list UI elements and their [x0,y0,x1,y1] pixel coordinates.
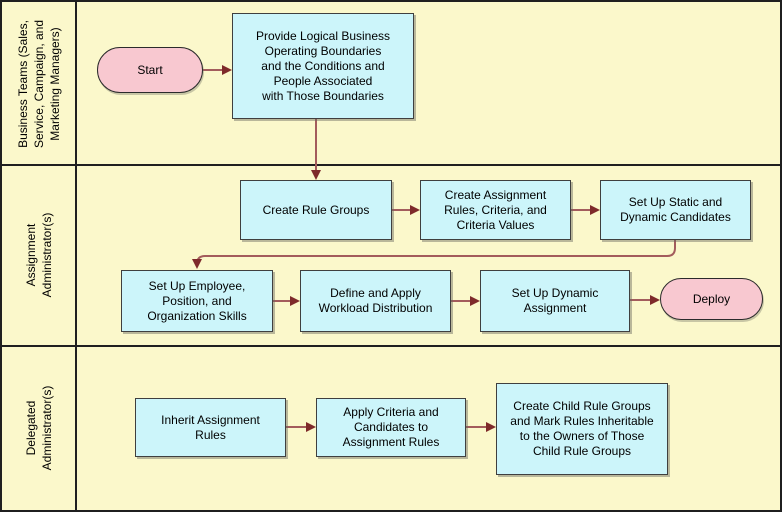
node-label: Create Child Rule Groups and Mark Rules … [510,399,654,458]
start-terminator: Start [97,47,203,93]
setup-employee-skills-box: Set Up Employee, Position, and Organizat… [121,270,273,332]
create-child-rule-groups-box: Create Child Rule Groups and Mark Rules … [496,383,668,475]
provide-boundaries-box: Provide Logical Business Operating Bound… [232,13,414,119]
create-rule-groups-box: Create Rule Groups [240,180,392,240]
node-label: Set Up Static and Dynamic Candidates [620,195,731,224]
node-label: Apply Criteria and Candidates to Assignm… [342,405,440,449]
node-label: Create Rule Groups [262,202,370,217]
apply-criteria-candidates-box: Apply Criteria and Candidates to Assignm… [316,398,466,457]
lane-label-divider [75,0,77,512]
connector-sus-to-sue [192,240,676,269]
setup-dynamic-assignment-box: Set Up Dynamic Assignment [480,270,630,332]
define-workload-distribution-box: Define and Apply Workload Distribution [300,270,451,332]
node-label: Set Up Employee, Position, and Organizat… [147,278,247,323]
node-label: Set Up Dynamic Assignment [511,286,599,315]
node-label: Define and Apply Workload Distribution [318,286,433,315]
deploy-terminator: Deploy [660,278,763,320]
node-label: Deploy [692,291,731,306]
node-label: Inherit Assignment Rules [161,412,260,442]
node-label: Create Assignment Rules, Criteria, and C… [444,187,547,232]
lane-divider-2 [0,345,782,347]
node-label: Start [137,62,163,77]
lane-label-delegated-administrator: Delegated Administrator(s) [24,385,54,471]
inherit-assignment-rules-box: Inherit Assignment Rules [135,398,286,457]
create-assignment-rules-box: Create Assignment Rules, Criteria, and C… [420,180,571,240]
node-label: Provide Logical Business Operating Bound… [255,28,391,103]
lane-label-business-teams: Business Teams (Sales, Service, Campaign… [16,19,62,149]
setup-static-dynamic-candidates-box: Set Up Static and Dynamic Candidates [600,180,751,240]
lane-label-assignment-administrator: Assignment Administrator(s) [24,212,54,298]
lane-divider-1 [0,164,782,166]
